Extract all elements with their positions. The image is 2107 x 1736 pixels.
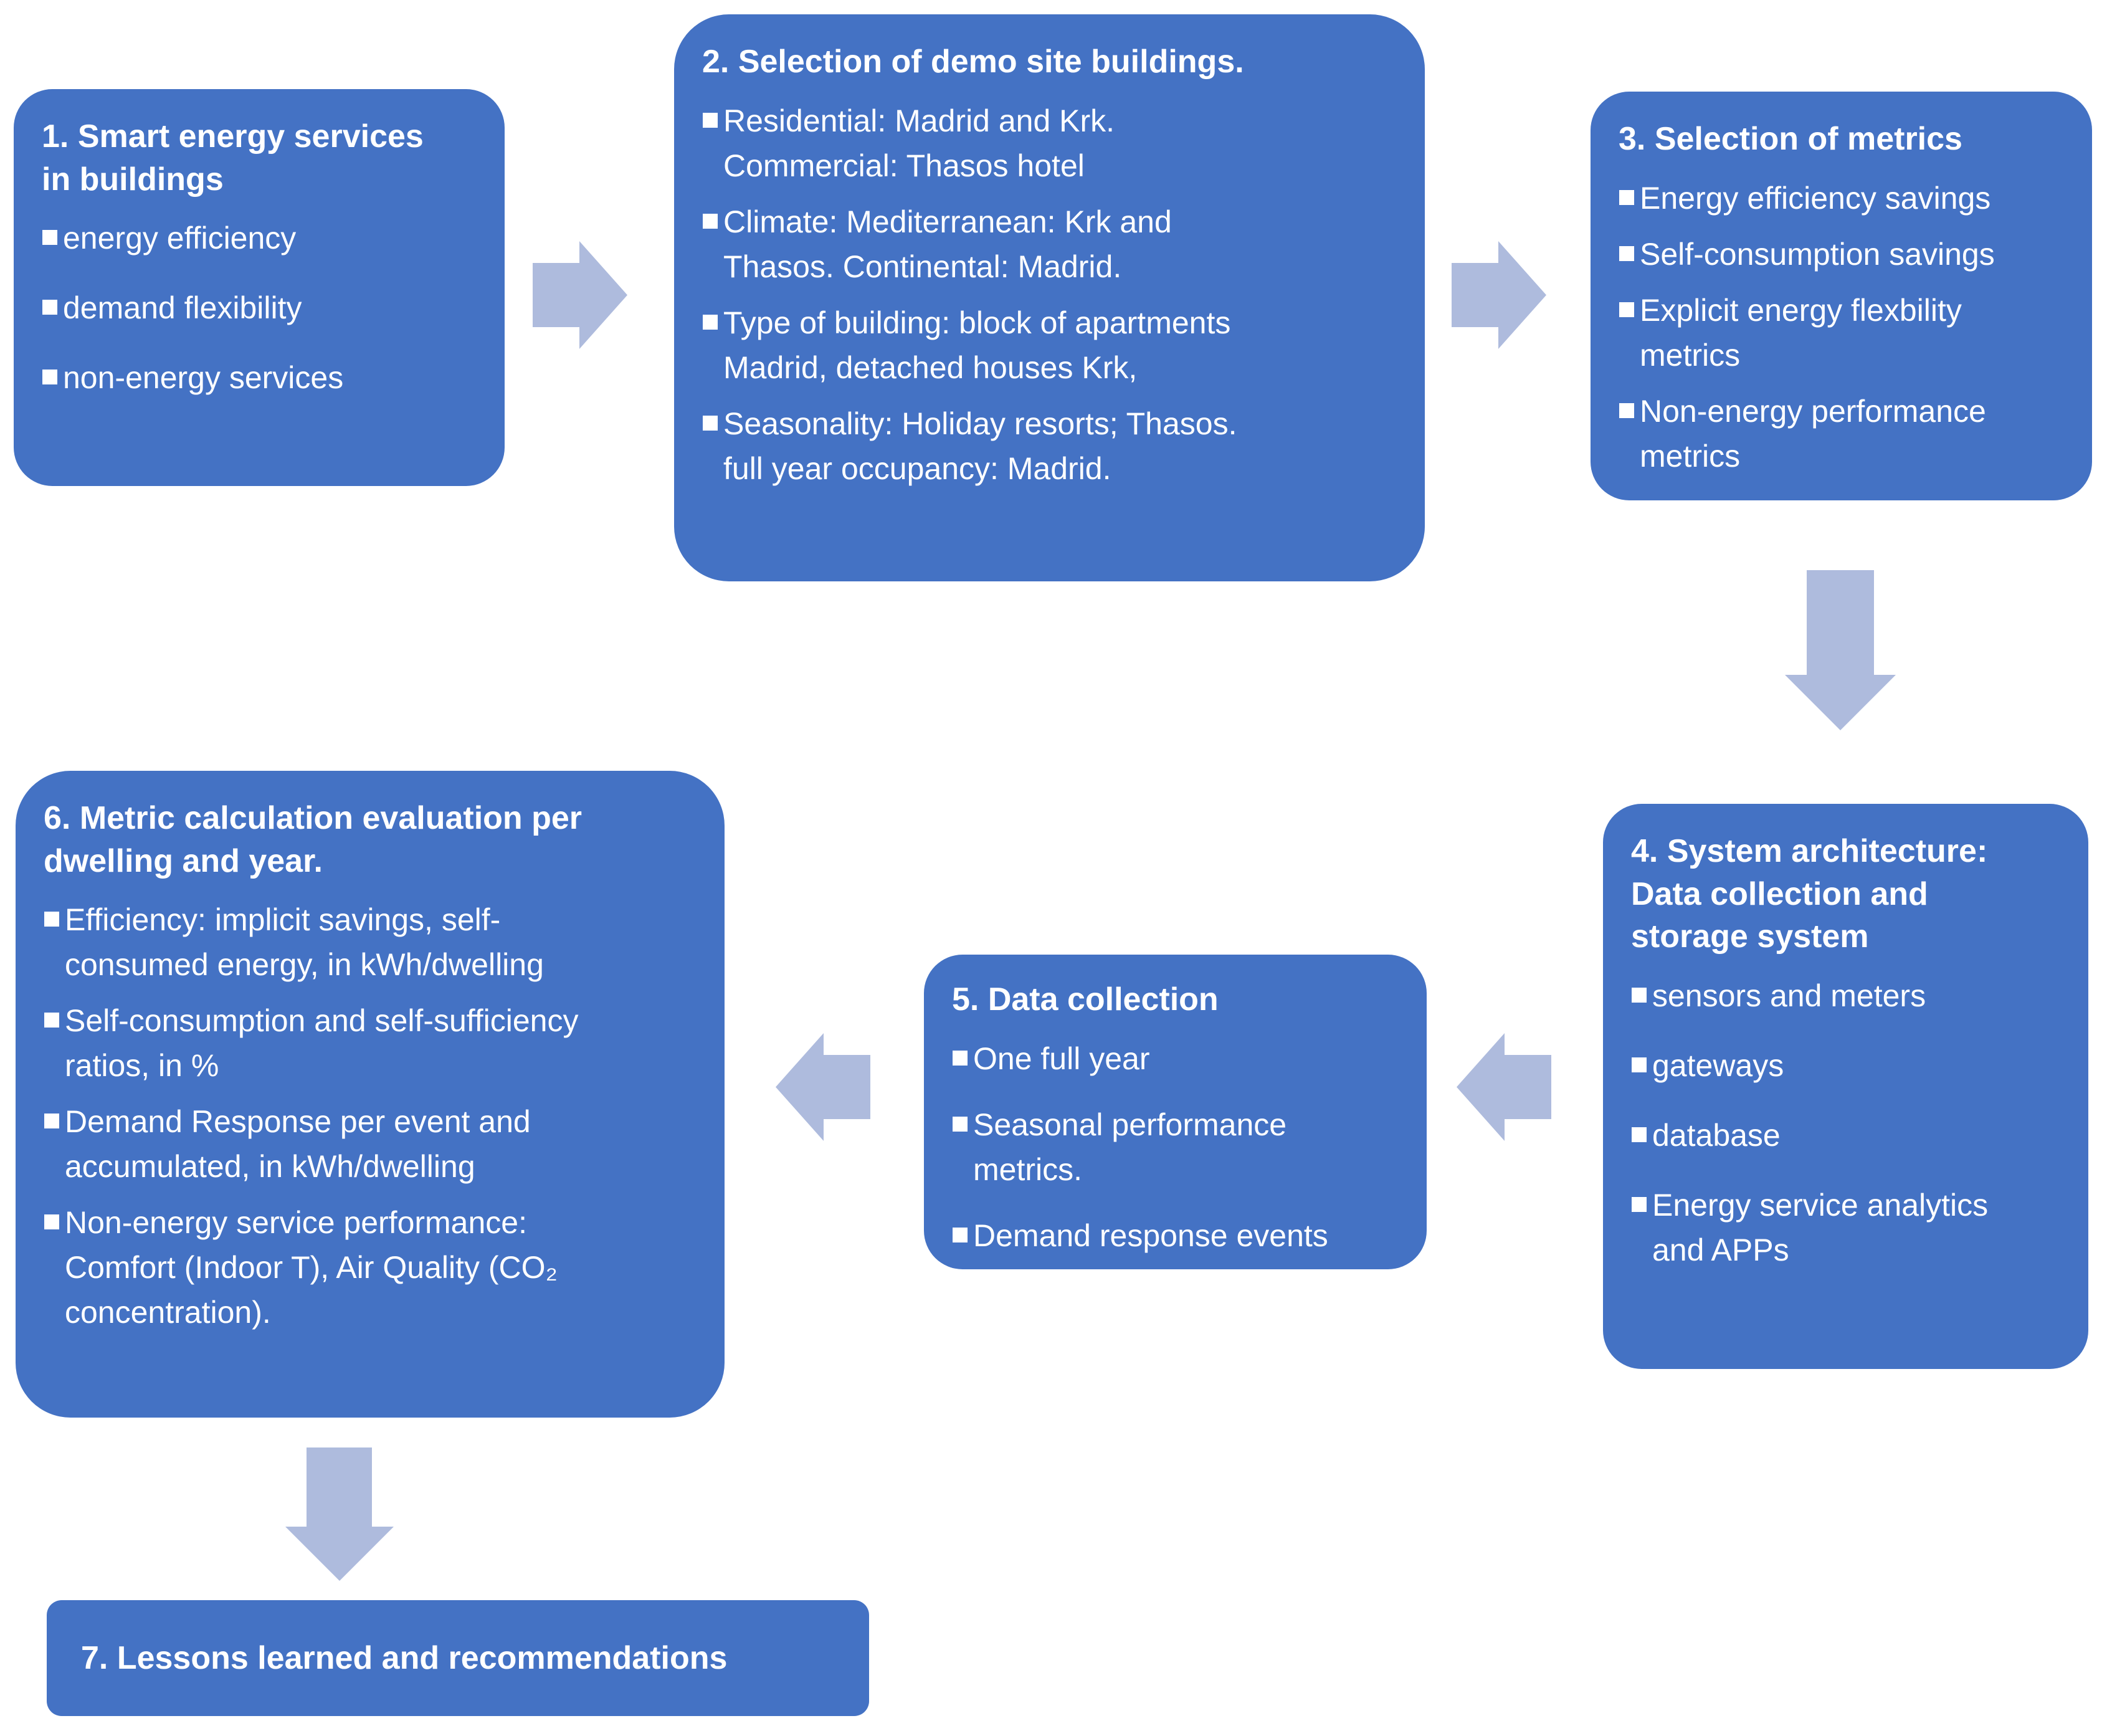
list-item: sensors and meters — [1631, 973, 2073, 1018]
bullet-text: Energy efficiency savings — [1640, 180, 1991, 216]
bullet-text: Non-energy performance metrics — [1640, 393, 1986, 474]
list-item: One full year — [952, 1036, 1411, 1081]
bullet-text: Type of building: block of apartments Ma… — [723, 305, 1231, 385]
list-item: Self-consumption and self-sufficiency ra… — [44, 998, 709, 1088]
arrow-box5-to-box6-left-icon — [776, 1033, 870, 1141]
bullet-text: non-energy services — [63, 360, 344, 396]
box-title: 4. System architecture: Data collection … — [1631, 833, 1988, 955]
box-demo-site-selection: 2. Selection of demo site buildings. Res… — [674, 14, 1425, 581]
bullet-square-icon — [703, 314, 718, 330]
bullet-text: database — [1652, 1117, 1781, 1153]
box-title: 2. Selection of demo site buildings. — [702, 44, 1244, 80]
bullet-square-icon — [703, 213, 718, 229]
bullet-text: Demand Response per event and accumulate… — [65, 1104, 531, 1185]
bullet-square-icon — [1619, 246, 1634, 261]
list-item: gateways — [1631, 1043, 2073, 1088]
arrow-box3-to-box4-down-icon — [1785, 570, 1896, 730]
bullet-text: sensors and meters — [1652, 978, 1926, 1013]
list-item: energy efficiency — [42, 216, 489, 260]
bullet-text: One full year — [973, 1041, 1150, 1076]
arrow-box6-to-box7-down-icon — [285, 1447, 394, 1581]
list-item: Demand response events — [952, 1213, 1411, 1258]
list-item: Non-energy service performance: Comfort … — [44, 1200, 709, 1335]
bullet-square-icon — [44, 1114, 59, 1129]
bullet-text: Self-consumption and self-sufficiency ra… — [65, 1003, 579, 1084]
bullet-text: Efficiency: implicit savings, self- cons… — [65, 902, 544, 983]
list-item: Energy service analytics and APPs — [1631, 1183, 2073, 1272]
list-item: non-energy services — [42, 355, 489, 400]
list-item: Explicit energy flexbility metrics — [1619, 288, 2076, 378]
bullet-text: Non-energy service performance: Comfort … — [65, 1205, 558, 1330]
list-item: Energy efficiency savings — [1619, 176, 2076, 221]
box-title: 3. Selection of metrics — [1619, 121, 1962, 157]
list-item: Type of building: block of apartments Ma… — [702, 300, 1409, 390]
bullet-square-icon — [1619, 403, 1634, 418]
bullet-text: Seasonal performance metrics. — [973, 1107, 1287, 1187]
box-smart-energy-services: 1. Smart energy services in buildings en… — [14, 89, 505, 486]
bullet-text: Explicit energy flexbility metrics — [1640, 292, 1962, 373]
bullet-square-icon — [42, 300, 57, 315]
arrow-box1-to-box2-right-icon — [533, 241, 627, 349]
list-item: Efficiency: implicit savings, self- cons… — [44, 897, 709, 987]
bullet-square-icon — [953, 1227, 968, 1242]
bullet-square-icon — [42, 230, 57, 246]
box-system-architecture: 4. System architecture: Data collection … — [1603, 804, 2088, 1369]
box-metric-calculation: 6. Metric calculation evaluation per dwe… — [16, 771, 725, 1418]
bullet-square-icon — [703, 415, 718, 431]
box-lessons-learned: 7. Lessons learned and recommendations — [47, 1600, 869, 1716]
bullet-square-icon — [1632, 1127, 1647, 1142]
bullet-list: Energy efficiency savings Self-consumpti… — [1619, 176, 2076, 479]
bullet-text: Seasonality: Holiday resorts; Thasos. fu… — [723, 406, 1237, 486]
bullet-list: Efficiency: implicit savings, self- cons… — [44, 897, 709, 1335]
bullet-text: Energy service analytics and APPs — [1652, 1187, 1989, 1267]
bullet-square-icon — [44, 912, 59, 927]
list-item: database — [1631, 1113, 2073, 1158]
list-item: Residential: Madrid and Krk. Commercial:… — [702, 98, 1409, 188]
bullet-square-icon — [42, 370, 57, 385]
bullet-text: energy efficiency — [63, 221, 297, 256]
bullet-square-icon — [1632, 987, 1647, 1003]
box-title: 6. Metric calculation evaluation per dwe… — [44, 800, 583, 879]
box-title: 5. Data collection — [952, 981, 1219, 1018]
box-metrics-selection: 3. Selection of metrics Energy efficienc… — [1591, 92, 2092, 500]
bullet-square-icon — [1632, 1057, 1647, 1072]
bullet-text: Residential: Madrid and Krk. Commercial:… — [723, 103, 1115, 183]
box-data-collection: 5. Data collection One full year Seasona… — [924, 955, 1427, 1269]
bullet-list: energy efficiency demand flexibility non… — [42, 216, 489, 400]
box-title: 1. Smart energy services in buildings — [42, 118, 424, 198]
arrow-box4-to-box5-left-icon — [1457, 1033, 1551, 1141]
bullet-list: sensors and meters gateways database Ene… — [1631, 973, 2073, 1272]
bullet-square-icon — [1619, 189, 1634, 205]
list-item: Non-energy performance metrics — [1619, 389, 2076, 479]
bullet-square-icon — [953, 1050, 968, 1066]
bullet-text: Demand response events — [973, 1218, 1328, 1253]
bullet-text: Self-consumption savings — [1640, 236, 1995, 272]
list-item: Climate: Mediterranean: Krk and Thasos. … — [702, 199, 1409, 289]
bullet-square-icon — [44, 1013, 59, 1028]
bullet-square-icon — [953, 1116, 968, 1132]
list-item: Seasonal performance metrics. — [952, 1102, 1411, 1192]
box-title: 7. Lessons learned and recommendations — [81, 1639, 728, 1676]
bullet-list: Residential: Madrid and Krk. Commercial:… — [702, 98, 1409, 491]
bullet-list: One full year Seasonal performance metri… — [952, 1036, 1411, 1258]
list-item: Self-consumption savings — [1619, 232, 2076, 277]
list-item: Demand Response per event and accumulate… — [44, 1099, 709, 1189]
arrow-box2-to-box3-right-icon — [1452, 241, 1546, 349]
bullet-square-icon — [703, 112, 718, 128]
bullet-square-icon — [1632, 1196, 1647, 1212]
bullet-square-icon — [1619, 302, 1634, 317]
bullet-text: Climate: Mediterranean: Krk and Thasos. … — [723, 204, 1172, 284]
list-item: Seasonality: Holiday resorts; Thasos. fu… — [702, 401, 1409, 491]
bullet-square-icon — [44, 1214, 59, 1230]
list-item: demand flexibility — [42, 285, 489, 330]
bullet-text: demand flexibility — [63, 290, 302, 326]
bullet-text: gateways — [1652, 1047, 1784, 1083]
